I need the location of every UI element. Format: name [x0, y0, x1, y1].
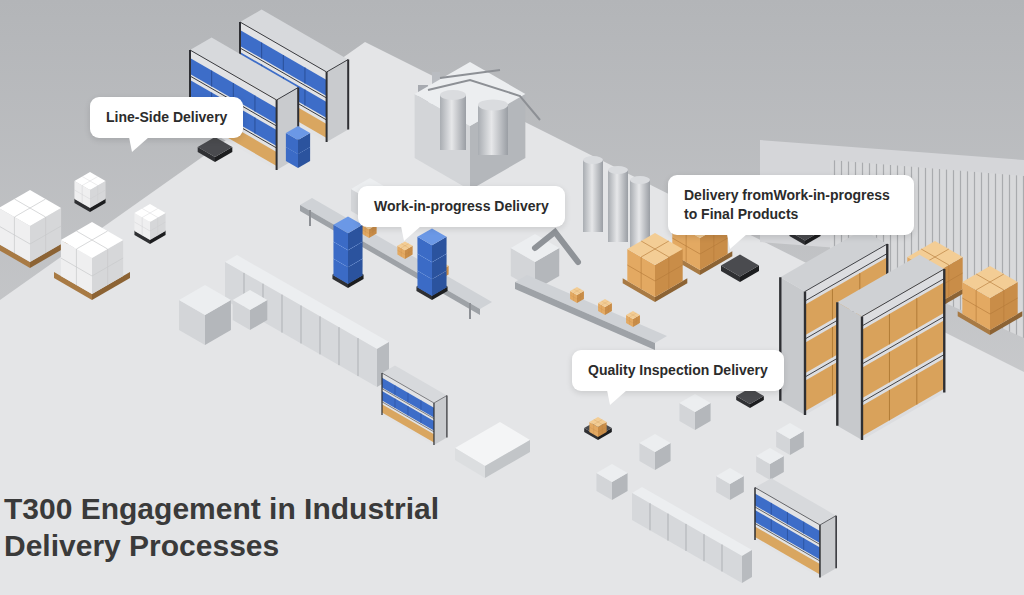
callout-bubble: Line-Side Delivery [90, 97, 243, 138]
callout-bubble: Delivery fromWork-in-progress to Final P… [668, 175, 914, 235]
callout-tail [606, 390, 628, 405]
callout-tail [726, 234, 748, 249]
callout-bubble: Work-in-progress Delivery [358, 186, 565, 227]
callout-tail-shape [607, 390, 627, 405]
bubble-text: Work-in-progress Delivery [374, 197, 549, 216]
bubble-text: Quality Inspection Delivery [588, 361, 768, 380]
callout-tail [128, 137, 150, 152]
callout-tail-shape [129, 137, 149, 152]
bubble-text: Line-Side Delivery [106, 108, 227, 127]
callout-tail-shape [727, 234, 747, 249]
bubble-text: Delivery fromWork-in-progress to Final P… [684, 186, 898, 224]
callout-tail-shape [401, 226, 421, 241]
callout-tail [400, 226, 422, 241]
page-title: T300 Engagement in Industrial Delivery P… [4, 490, 474, 564]
callout-bubble: Quality Inspection Delivery [572, 350, 784, 391]
